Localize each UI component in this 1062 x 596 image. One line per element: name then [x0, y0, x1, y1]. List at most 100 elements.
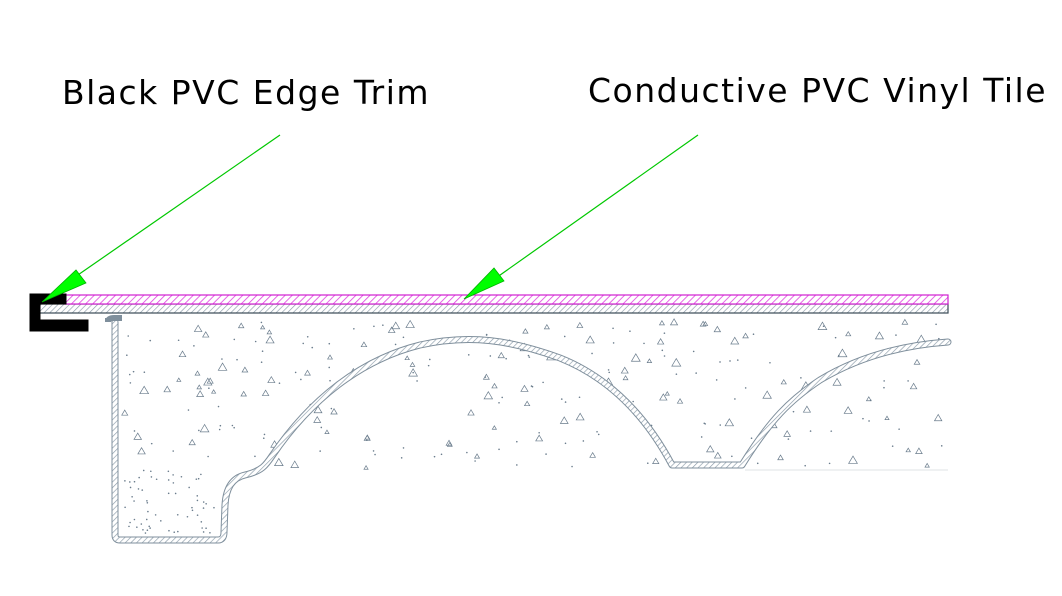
speckle-dot: [205, 527, 207, 529]
speckle-triangle: [905, 447, 912, 453]
speckle-dot: [883, 386, 885, 389]
speckle-dot: [907, 380, 909, 382]
speckle-triangle: [845, 330, 852, 337]
speckle-dot: [195, 478, 198, 480]
edge-trim: [29, 293, 89, 332]
speckle-dot: [177, 339, 180, 342]
speckle-dot: [643, 342, 645, 345]
speckle-dot: [467, 354, 470, 356]
speckle-dot: [208, 387, 210, 390]
speckle-dot: [828, 462, 831, 465]
speckle-dot: [373, 325, 375, 328]
speckle-dot: [138, 476, 140, 479]
speckle-dot: [329, 379, 331, 382]
speckle-dot: [498, 401, 500, 404]
speckle-triangle: [241, 366, 249, 373]
speckle-triangle: [884, 415, 890, 420]
speckle-dot: [394, 343, 397, 346]
speckle-dot: [862, 417, 864, 420]
speckle-dot: [150, 470, 152, 473]
speckle-triangle: [676, 398, 684, 404]
speckle-dot: [822, 325, 825, 328]
speckle-triangle: [620, 366, 629, 374]
speckle-dot: [516, 440, 518, 443]
speckle-triangle: [724, 418, 735, 427]
speckle-triangle: [324, 429, 330, 434]
speckle-dot: [306, 335, 309, 338]
speckle-dot: [563, 335, 566, 338]
speckle-dot: [172, 450, 174, 452]
speckle-triangle: [482, 373, 490, 380]
speckle-triangle: [206, 377, 214, 384]
speckle-dot: [527, 354, 530, 357]
speckle-dot: [124, 480, 126, 482]
speckle-triangle: [290, 460, 300, 468]
speckle-triangle: [523, 400, 531, 407]
speckle-triangle: [780, 378, 787, 385]
speckle-dot: [196, 499, 199, 502]
membrane-outline-core: [112, 319, 951, 543]
speckle-dot: [142, 469, 145, 472]
speckle-dot: [148, 525, 151, 528]
speckle-dot: [137, 488, 140, 490]
speckle-dot: [172, 482, 175, 484]
speckle-dot: [542, 381, 544, 384]
speckle-triangle: [273, 457, 284, 467]
speckle-triangle: [865, 396, 872, 402]
speckle-dot: [466, 451, 468, 454]
speckle-dot: [591, 352, 593, 355]
speckle-dot: [254, 340, 257, 343]
speckle-dot: [261, 350, 264, 353]
speckle-dot: [193, 345, 195, 347]
speckle-triangle: [237, 322, 245, 329]
speckle-dot: [168, 529, 170, 532]
speckle-dot: [231, 424, 234, 427]
speckle-dot: [571, 465, 573, 468]
speckle-triangle: [121, 409, 129, 416]
speckle-dot: [545, 453, 547, 455]
speckle-triangle: [445, 439, 453, 446]
speckle-dot: [744, 387, 747, 389]
speckle-dot: [703, 422, 706, 425]
speckle-triangle: [589, 451, 597, 458]
speckle-triangle: [762, 390, 772, 399]
speckle-dot: [160, 520, 162, 522]
speckle-dot: [752, 333, 755, 336]
speckle-triangle: [387, 326, 396, 333]
speckle-triangle: [713, 451, 722, 459]
speckle-triangle: [664, 391, 670, 396]
speckle-triangle: [408, 368, 419, 377]
speckle-dot: [629, 330, 631, 332]
speckle-dot: [675, 373, 678, 375]
speckle-dot: [129, 481, 131, 483]
speckle-triangle: [699, 320, 707, 327]
speckle-triangle: [837, 348, 848, 358]
speckle-triangle: [199, 423, 210, 433]
speckle-triangle: [646, 358, 653, 364]
speckle-dot: [254, 455, 256, 458]
speckle-dot: [136, 526, 138, 528]
speckle-triangle: [913, 358, 921, 365]
speckle-dot: [498, 448, 500, 451]
speckle-triangle: [843, 406, 853, 414]
speckle-triangle: [163, 385, 172, 393]
speckle-dot: [608, 371, 611, 374]
speckle-dot: [729, 360, 731, 362]
speckle-dot: [124, 506, 126, 509]
speckle-dot: [167, 479, 170, 481]
speckle-dot: [213, 506, 215, 509]
speckle-dot: [302, 342, 305, 345]
speckle-dot: [501, 396, 503, 399]
speckle-dot: [700, 436, 703, 438]
speckle-dot: [221, 358, 223, 360]
edge-trim-leader: [41, 134, 281, 303]
speckle-dot: [140, 523, 143, 525]
speckle-dot: [402, 447, 405, 449]
speckle-dot: [528, 356, 531, 358]
speckle-dot: [144, 532, 147, 534]
speckle-dot: [126, 354, 128, 356]
speckle-triangle: [265, 335, 275, 344]
speckle-dot: [217, 405, 220, 408]
speckle-dot: [196, 514, 199, 516]
speckle-dot: [197, 477, 200, 480]
